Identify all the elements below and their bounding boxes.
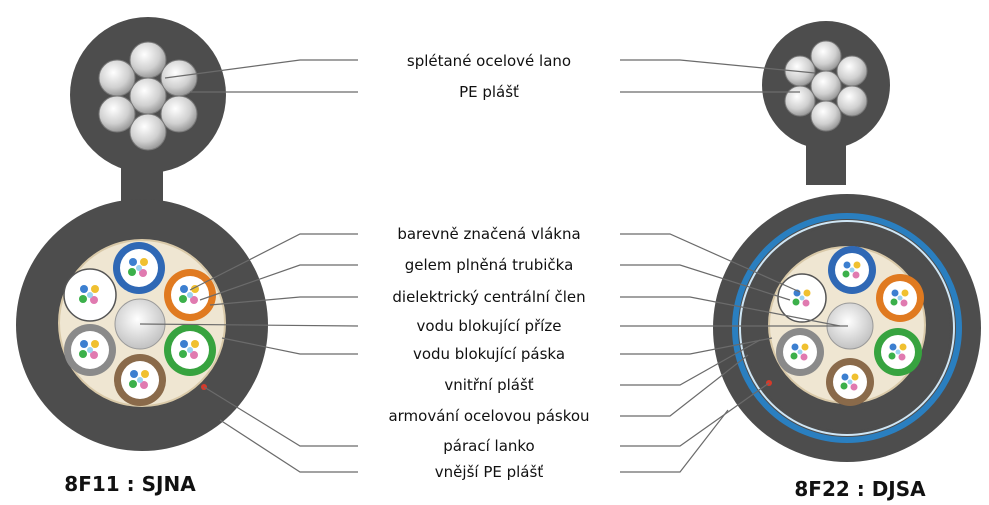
leader-left-blocktape (221, 337, 358, 355)
label-blocking-yarn: vodu blokující příze (417, 317, 562, 335)
caption-right-cable: 8F22 : DJSA (794, 477, 926, 501)
right-armor-tape (732, 213, 962, 443)
leader-right-ripcord (620, 382, 770, 447)
leader-right-blocktape (620, 337, 773, 355)
leader-left-tube (199, 264, 358, 301)
label-steel-armor: armování ocelovou páskou (388, 407, 589, 425)
leader-right-fibers (620, 233, 801, 293)
label-gel-tube: gelem plněná trubička (405, 256, 574, 274)
leader-left-ripcord (203, 386, 358, 447)
leader-lines-left (139, 59, 359, 473)
leader-lines-right (620, 59, 848, 473)
leader-left-outer (219, 419, 358, 473)
component-labels: splétané ocelové lano PE plášť barevně z… (388, 52, 589, 481)
label-outer-pe-sheath: vnější PE plášť (435, 463, 544, 481)
left-steel-strands (98, 41, 198, 151)
label-central-member: dielektrický centrální člen (392, 288, 585, 306)
leader-right-inner (620, 339, 761, 386)
right-fibers (790, 261, 909, 391)
leader-left-yarn (139, 323, 359, 327)
label-inner-sheath: vnitřní plášť (444, 376, 533, 394)
leader-right-central (620, 296, 841, 327)
leader-left-steel (164, 59, 358, 79)
cable-right (713, 21, 981, 462)
right-steel-strands (784, 40, 868, 132)
right-armor-highlight (739, 220, 955, 436)
leader-right-steel (620, 59, 816, 74)
right-neck (806, 145, 846, 185)
left-fibers (79, 258, 199, 389)
label-ripcord: párací lanko (443, 437, 534, 455)
leader-right-tube (620, 264, 791, 301)
label-pe-sheath: PE plášť (459, 83, 519, 101)
label-colored-fibers: barevně značená vlákna (397, 225, 580, 243)
cable-left (16, 17, 268, 451)
caption-left-cable: 8F11 : SJNA (64, 472, 196, 496)
leader-left-central (209, 296, 358, 306)
label-blocking-tape: vodu blokující páska (413, 345, 565, 363)
leader-right-armor (620, 354, 749, 417)
leader-left-fibers (189, 233, 358, 291)
leader-right-outer (620, 409, 729, 473)
label-steel-strand: splétané ocelové lano (407, 52, 571, 70)
